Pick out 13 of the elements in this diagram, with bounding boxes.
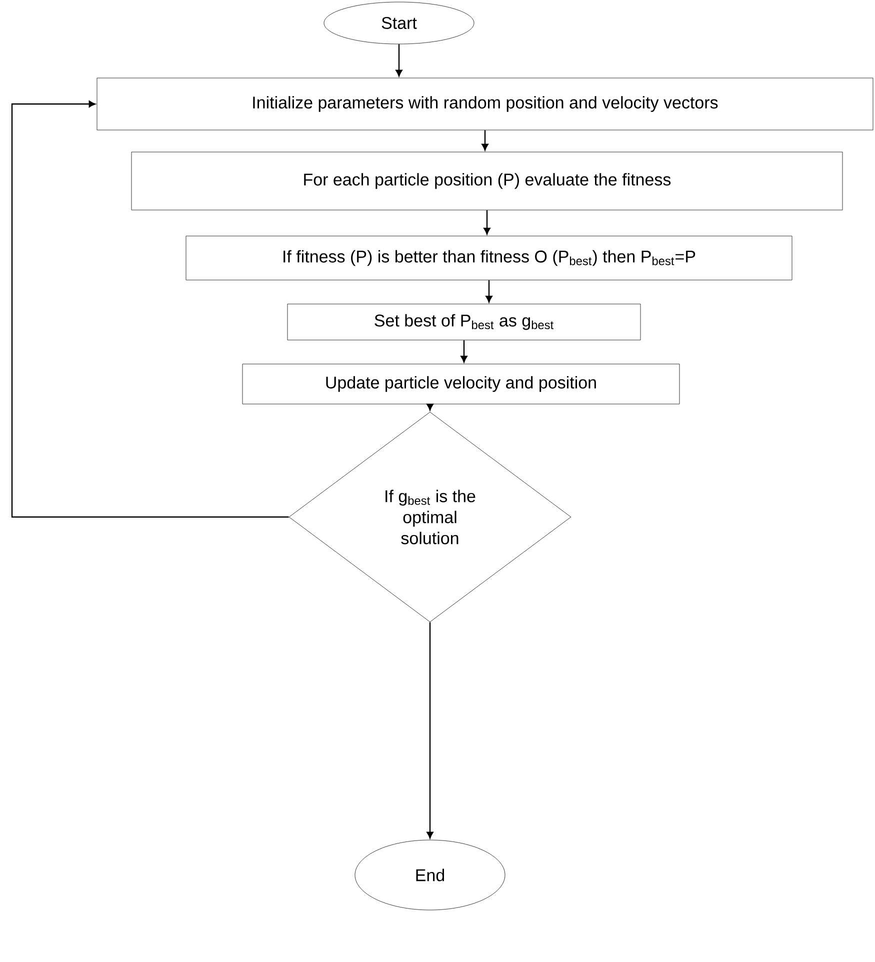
process-box: If fitness (P) is better than fitness O (P$_{best}$) then P$_{best}$=P <box>186 236 792 280</box>
process-box: For each particle position (P) evaluate the fitness <box>131 152 843 210</box>
process-box: Initialize parameters with random position and velocity vectors <box>96 78 874 130</box>
process-box: Set best of P$_{best}$ as g$_{best}$ <box>287 304 641 340</box>
arrow <box>484 210 490 234</box>
arrow <box>426 622 434 838</box>
arrow <box>11 100 289 518</box>
arrow <box>486 280 492 303</box>
arrow <box>460 340 468 363</box>
arrow <box>396 44 402 77</box>
arrow <box>482 130 488 150</box>
process-box: Update particle velocity and position <box>242 364 680 404</box>
arrow <box>426 404 434 411</box>
